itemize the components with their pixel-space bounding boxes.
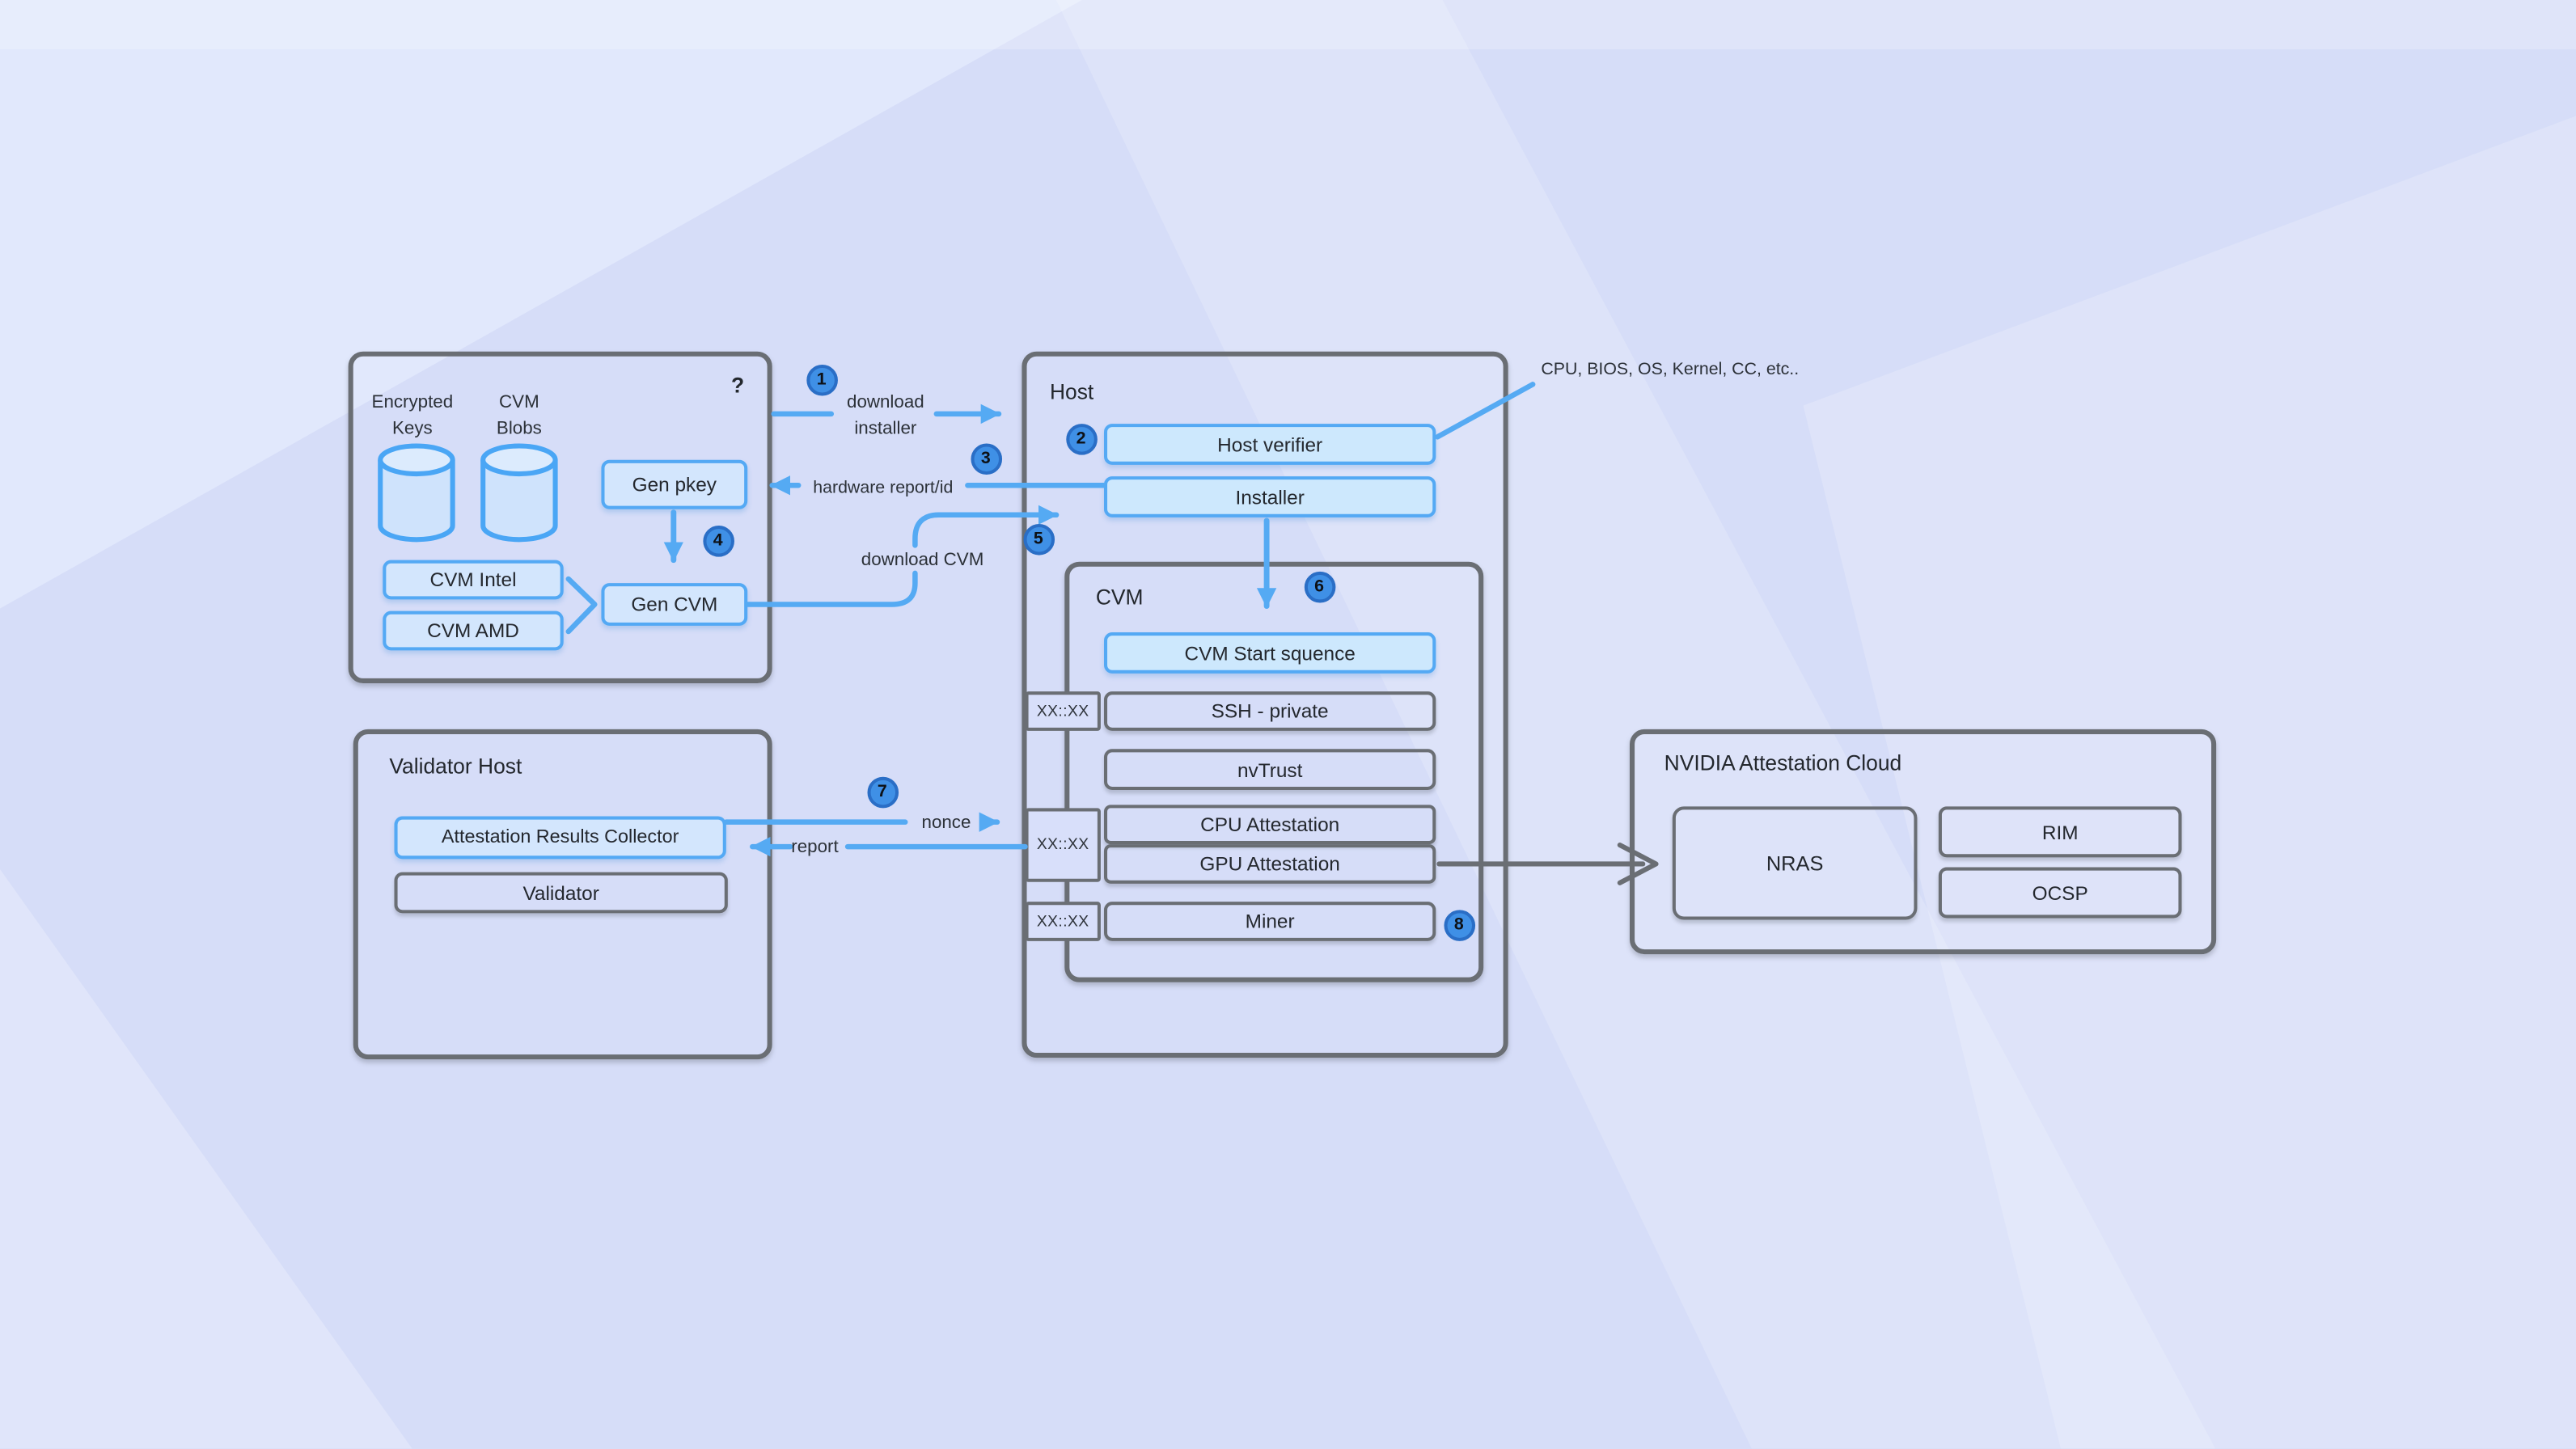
cvm-intel-node: CVM Intel [383,560,564,600]
download-cvm-arrow-seg1 [744,570,918,607]
encrypted-keys-line2: Keys [391,417,433,438]
gpu-attestation-node: GPU Attestation [1104,843,1436,883]
report-label: report [791,836,839,857]
step-badge-2: 2 [1065,423,1097,454]
encrypted-keys-line1: Encrypted [371,392,454,412]
miner-node: Miner [1104,902,1436,941]
download-installer-label-line2: installer [854,417,917,438]
nonce-label: nonce [921,812,971,832]
nvtrust-node: nvTrust [1104,749,1436,791]
cvm-blobs-line2: Blobs [496,417,542,438]
step-badge-7: 7 [866,775,899,808]
cpu-attestation-node: CPU Attestation [1104,805,1436,845]
attestation-results-collector-node: Attestation Results Collector [394,816,726,860]
cvm-panel: CVM [1064,561,1484,982]
step-badge-5: 5 [1022,522,1055,555]
gen-pkey-node: Gen pkey [601,459,748,509]
host-title: Host [1049,379,1094,404]
ssh-private-node: SSH - private [1104,691,1436,731]
nras-node: NRAS [1672,806,1918,920]
nvidia-cloud-title: NVIDIA Attestation Cloud [1664,750,1902,775]
step-badge-1: 1 [806,363,837,395]
background-band-top [0,0,2576,49]
miner-address-tag: XX::XX [1025,902,1101,941]
host-verifier-node: Host verifier [1104,424,1436,465]
download-installer-label-line1: download [847,392,924,412]
hardware-report-label: hardware report/id [813,477,954,497]
step-badge-4: 4 [702,524,734,556]
validator-node: Validator [394,872,728,914]
step-badge-8: 8 [1443,909,1475,940]
rim-node: RIM [1938,806,2182,858]
cvm-amd-node: CVM AMD [383,610,564,651]
nvidia-attestation-cloud-panel: NVIDIA Attestation Cloud [1630,729,2217,955]
gen-cvm-node: Gen CVM [601,583,748,626]
cvm-blobs-label: CVM Blobs [472,391,567,441]
validator-host-title: Validator Host [389,754,522,779]
step-badge-6: 6 [1303,570,1335,602]
question-mark: ? [731,373,745,398]
attestation-address-tag: XX::XX [1025,807,1101,881]
cvm-title: CVM [1095,585,1144,610]
cvm-start-sequence-node: CVM Start squence [1104,632,1436,674]
step-badge-3: 3 [970,442,1002,475]
ocsp-node: OCSP [1938,867,2182,919]
ssh-address-tag: XX::XX [1025,691,1101,731]
installer-node: Installer [1104,476,1436,518]
cvm-blobs-line1: CVM [499,392,539,412]
download-cvm-label: download CVM [861,549,984,569]
download-installer-label: download installer [825,391,946,441]
validator-host-panel: Validator Host [353,729,772,1060]
encrypted-keys-label: Encrypted Keys [353,391,472,441]
hardware-note-label: CPU, BIOS, OS, Kernel, CC, etc.. [1541,359,1800,380]
